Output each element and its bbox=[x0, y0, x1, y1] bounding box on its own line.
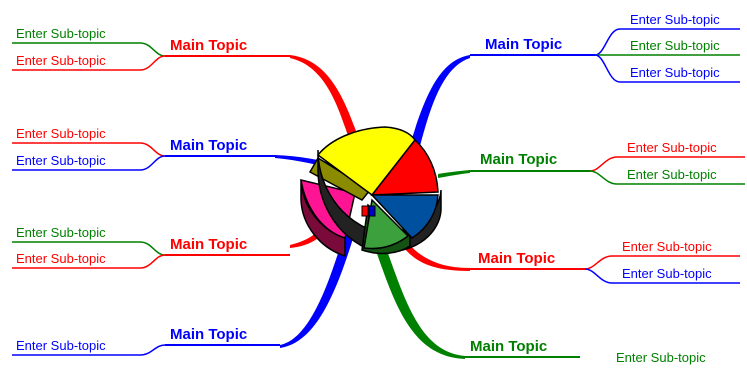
main-topic-2-label[interactable]: Main Topic bbox=[170, 137, 247, 154]
branch-mid-right bbox=[438, 170, 470, 178]
sub-topic-3b-label[interactable]: Enter Sub-topic bbox=[16, 251, 106, 266]
pie-center-chip-blue bbox=[369, 206, 375, 216]
sub-topic-4a-label[interactable]: Enter Sub-topic bbox=[16, 338, 106, 353]
main-topic-underlines bbox=[165, 55, 595, 357]
sub-topic-1b-label[interactable]: Enter Sub-topic bbox=[16, 53, 106, 68]
sub-topic-7b-label[interactable]: Enter Sub-topic bbox=[622, 266, 712, 281]
sub-topic-3a-label[interactable]: Enter Sub-topic bbox=[16, 225, 106, 240]
branch-top-right bbox=[410, 55, 470, 146]
sub-topic-6a-label[interactable]: Enter Sub-topic bbox=[627, 140, 717, 155]
sub-topic-5a-label[interactable]: Enter Sub-topic bbox=[630, 12, 720, 27]
sub-topic-2a-label[interactable]: Enter Sub-topic bbox=[16, 126, 106, 141]
central-pie-chart-graphic bbox=[301, 127, 441, 256]
main-topic-4-label[interactable]: Main Topic bbox=[170, 326, 247, 343]
main-topic-7-label[interactable]: Main Topic bbox=[478, 250, 555, 267]
sub-topic-1a-label[interactable]: Enter Sub-topic bbox=[16, 26, 106, 41]
main-topic-1-label[interactable]: Main Topic bbox=[170, 37, 247, 54]
main-topic-8-label[interactable]: Main Topic bbox=[470, 338, 547, 355]
main-topic-6-label[interactable]: Main Topic bbox=[480, 151, 557, 168]
branch-bottom-right bbox=[375, 245, 465, 359]
sub-topic-5b-label[interactable]: Enter Sub-topic bbox=[630, 38, 720, 53]
sub-topic-5c-label[interactable]: Enter Sub-topic bbox=[630, 65, 720, 80]
branch-top-left bbox=[290, 55, 360, 142]
pie-center-chip-red bbox=[362, 206, 368, 216]
main-topic-5-label[interactable]: Main Topic bbox=[485, 36, 562, 53]
sub-topic-7a-label[interactable]: Enter Sub-topic bbox=[622, 239, 712, 254]
main-topic-3-label[interactable]: Main Topic bbox=[170, 236, 247, 253]
sub-topic-2b-label[interactable]: Enter Sub-topic bbox=[16, 153, 106, 168]
sub-topic-8a-label[interactable]: Enter Sub-topic bbox=[616, 350, 706, 365]
sub-topic-6b-label[interactable]: Enter Sub-topic bbox=[627, 167, 717, 182]
